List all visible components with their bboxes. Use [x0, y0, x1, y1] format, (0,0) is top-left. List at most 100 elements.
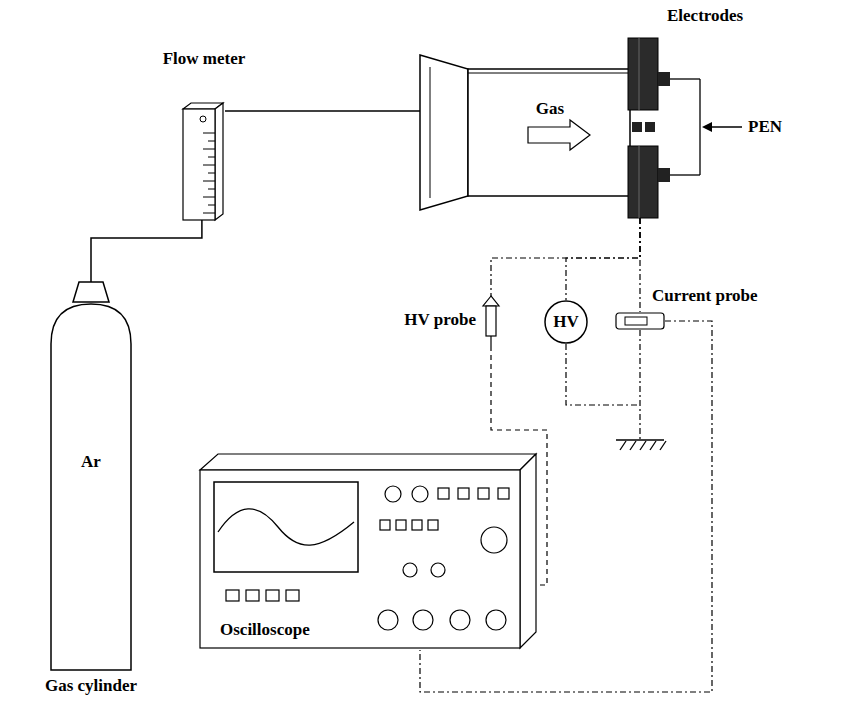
drawing-rect — [458, 488, 469, 499]
drawing-circle — [450, 610, 470, 630]
drawing-line — [208, 205, 215, 206]
drawing-polygon — [520, 454, 536, 648]
drawing-circle — [412, 486, 428, 502]
drawing-rect — [183, 109, 215, 220]
drawing-rect — [468, 69, 630, 196]
node-text: HV — [553, 312, 579, 332]
drawing-rect — [380, 520, 390, 530]
drawing-line — [640, 441, 646, 450]
drawing-rect — [226, 590, 239, 601]
drawing-rect — [628, 38, 658, 110]
drawing-rect — [396, 520, 406, 530]
hv-supply: HV — [544, 300, 588, 344]
drawing-circle — [385, 486, 401, 502]
electrodes-shape — [625, 38, 675, 218]
drawing-rect — [200, 470, 520, 648]
drawing-rect — [658, 72, 670, 86]
drawing-rect — [632, 122, 642, 132]
current-probe: Current probe — [615, 312, 665, 330]
drawing-circle — [200, 116, 206, 122]
node-text: Gas cylinder — [45, 676, 137, 696]
drawing-rect — [628, 146, 658, 218]
drawing-line — [650, 441, 656, 450]
current-probe-shape — [615, 312, 665, 330]
oscilloscope: Oscilloscope — [198, 452, 538, 650]
discharge-tube: Gas — [420, 55, 630, 210]
drawing-line — [490, 336, 491, 346]
drawing-rect — [486, 306, 496, 336]
drawing-circle — [486, 610, 506, 630]
drawing-circle — [378, 610, 398, 630]
ground-symbol — [616, 440, 666, 450]
drawing-line — [670, 78, 700, 79]
drawing-line — [208, 173, 215, 174]
drawing-line — [670, 174, 700, 175]
drawing-circle — [403, 563, 417, 577]
drawing-line — [430, 67, 431, 198]
drawing-rect — [438, 488, 449, 499]
drawing-rect — [498, 488, 509, 499]
drawing-line — [208, 157, 215, 158]
drawing-rect — [658, 168, 670, 182]
node-text: Electrodes — [667, 6, 743, 26]
flow-meter-shape — [183, 103, 225, 220]
drawing-line — [203, 213, 215, 214]
drawing-polyline — [91, 220, 202, 282]
drawing-line — [208, 189, 215, 190]
drawing-line — [639, 330, 640, 440]
wire-connector — [91, 220, 202, 282]
drawing-rect — [286, 590, 299, 601]
gas-cylinder-shape — [45, 282, 137, 672]
drawing-polyline — [639, 218, 640, 312]
node-text: Ar — [81, 452, 101, 472]
node-text: Current probe — [652, 286, 758, 306]
drawing-circle — [431, 563, 445, 577]
wire-connector — [566, 218, 640, 300]
drawing-rect — [645, 122, 655, 132]
drawing-line — [203, 197, 215, 198]
hv-probe-shape — [482, 296, 500, 346]
drawing-line — [620, 441, 626, 450]
node-text: Flow meter — [163, 49, 246, 69]
discharge-tube-shape — [420, 55, 630, 210]
drawing-line — [203, 181, 215, 182]
flow-meter: Flow meter — [183, 103, 225, 220]
drawing-line — [708, 126, 742, 127]
drawing-rect — [214, 482, 358, 572]
drawing-rect — [246, 590, 259, 601]
drawing-path — [51, 304, 131, 670]
drawing-line — [630, 441, 636, 450]
wire-connector — [640, 218, 641, 312]
drawing-line — [208, 141, 215, 142]
drawing-g — [226, 486, 509, 630]
pen-bracket — [670, 79, 742, 175]
hv-probe: HV probe — [482, 296, 500, 346]
pen-label: PEN — [746, 117, 784, 137]
drawing-rect — [266, 590, 279, 601]
drawing-line — [203, 133, 215, 134]
drawing-path — [73, 282, 109, 302]
ground-wire — [566, 330, 640, 440]
drawing-line — [468, 73, 630, 74]
drawing-line — [203, 149, 215, 150]
drawing-polygon — [200, 454, 536, 470]
drawing-polyline — [225, 110, 420, 112]
drawing-path — [528, 120, 590, 150]
drawing-rect — [412, 520, 422, 530]
drawing-circle — [481, 527, 507, 553]
drawing-rect — [428, 520, 438, 530]
drawing-rect — [616, 313, 664, 329]
drawing-circle — [413, 610, 433, 630]
wire-connector — [225, 111, 420, 112]
drawing-polyline — [566, 344, 640, 405]
drawing-rect — [478, 488, 489, 499]
drawing-line — [639, 146, 640, 218]
drawing-polygon — [215, 103, 223, 220]
gas-cylinder: ArGas cylinder — [45, 282, 137, 672]
drawing-line — [203, 165, 215, 166]
drawing-line — [616, 439, 664, 440]
pen-arrowhead — [702, 122, 712, 132]
drawing-rect — [625, 317, 647, 325]
drawing-line — [699, 79, 700, 175]
